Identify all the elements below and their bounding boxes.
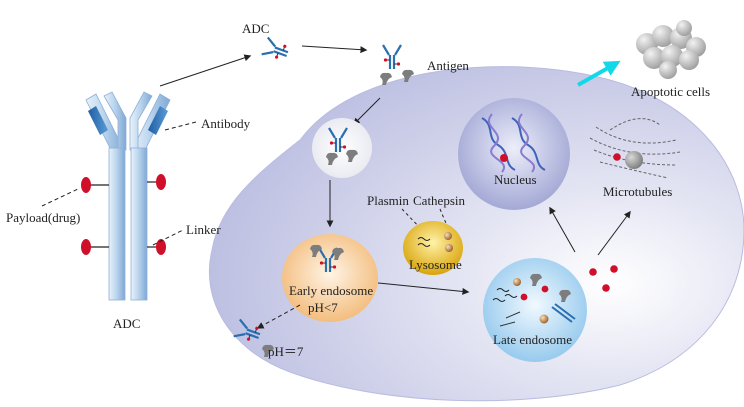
label-antigen: Antigen: [427, 58, 469, 73]
label-plasmin: Plasmin: [367, 193, 409, 208]
apoptotic-cells: Apoptotic cells: [631, 20, 710, 99]
label-ph-neutral: pH＝7: [268, 344, 304, 359]
label-microtubules: Microtubules: [603, 184, 672, 199]
lysosome: Plasmin Cathepsin Lysosome: [367, 193, 465, 275]
late-endosome: Late endosome: [483, 258, 587, 362]
label-apoptotic-cells: Apoptotic cells: [631, 84, 710, 99]
nucleus: Nucleus: [458, 98, 570, 210]
adc-bound-antigen: [381, 43, 403, 71]
microtubules: Microtubules: [589, 118, 681, 199]
label-nucleus: Nucleus: [494, 172, 537, 187]
label-adc-top: ADC: [242, 21, 269, 36]
early-endosome: Early endosome pH<7: [282, 234, 378, 322]
label-cathepsin: Cathepsin: [413, 193, 465, 208]
label-adc-bottom: ADC: [113, 316, 140, 331]
label-payload: Payload(drug): [6, 210, 80, 225]
label-linker: Linker: [186, 222, 221, 237]
antibody-illustration: [81, 91, 171, 301]
label-ph-low: pH<7: [308, 300, 338, 315]
label-antibody: Antibody: [201, 116, 251, 131]
label-early-endosome: Early endosome: [289, 283, 373, 298]
label-late-endosome: Late endosome: [493, 332, 572, 347]
endocytic-vesicle: [312, 118, 372, 178]
adc-molecule-top: [260, 36, 292, 64]
label-lysosome: Lysosome: [409, 257, 462, 272]
